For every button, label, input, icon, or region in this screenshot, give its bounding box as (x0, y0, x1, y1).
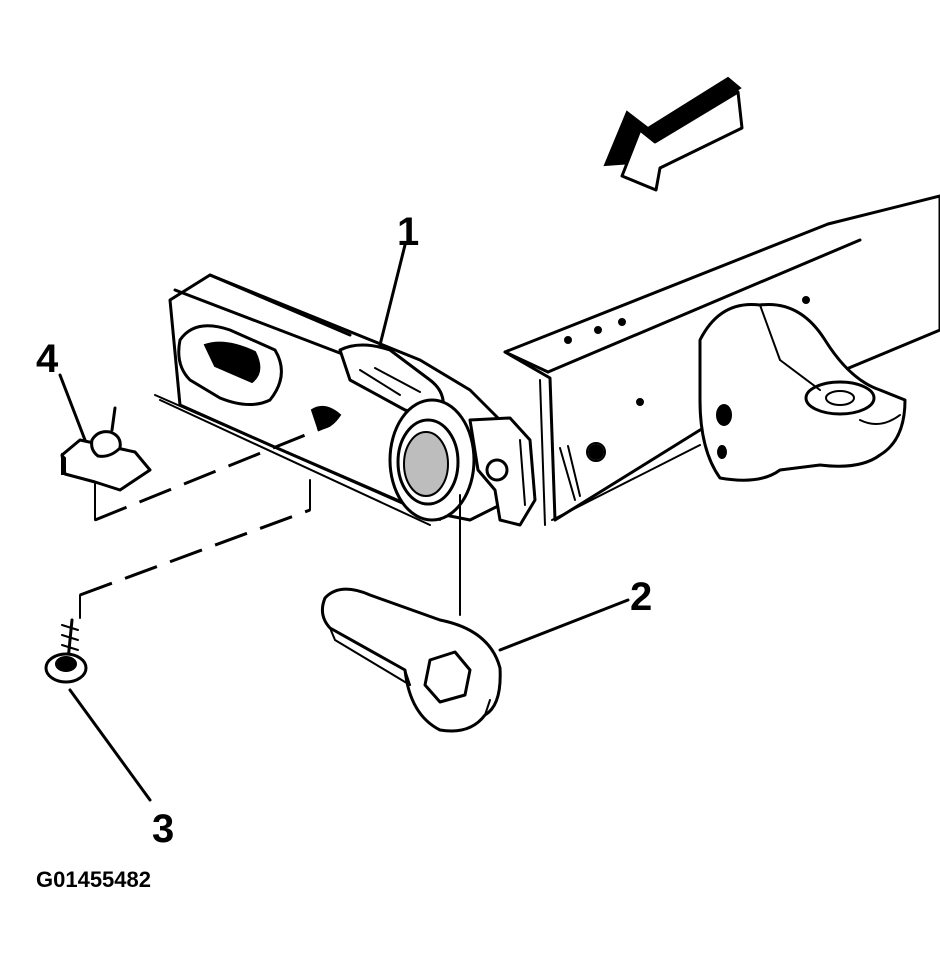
nut-retainer (60, 406, 152, 492)
bolt (44, 618, 88, 684)
frame-bracket (698, 302, 907, 482)
callout-2: 2 (630, 575, 652, 619)
callout-leaders (58, 243, 630, 802)
callout-3: 3 (152, 807, 174, 851)
assembly-lines (79, 423, 461, 619)
direction-arrow-icon (603, 76, 744, 192)
callout-1: 1 (397, 210, 419, 254)
torsion-bar-adjuster-arm (320, 587, 502, 733)
figure-id: G01455482 (36, 867, 151, 892)
callout-4: 4 (36, 337, 59, 381)
torsion-bar-pivot (388, 398, 537, 527)
